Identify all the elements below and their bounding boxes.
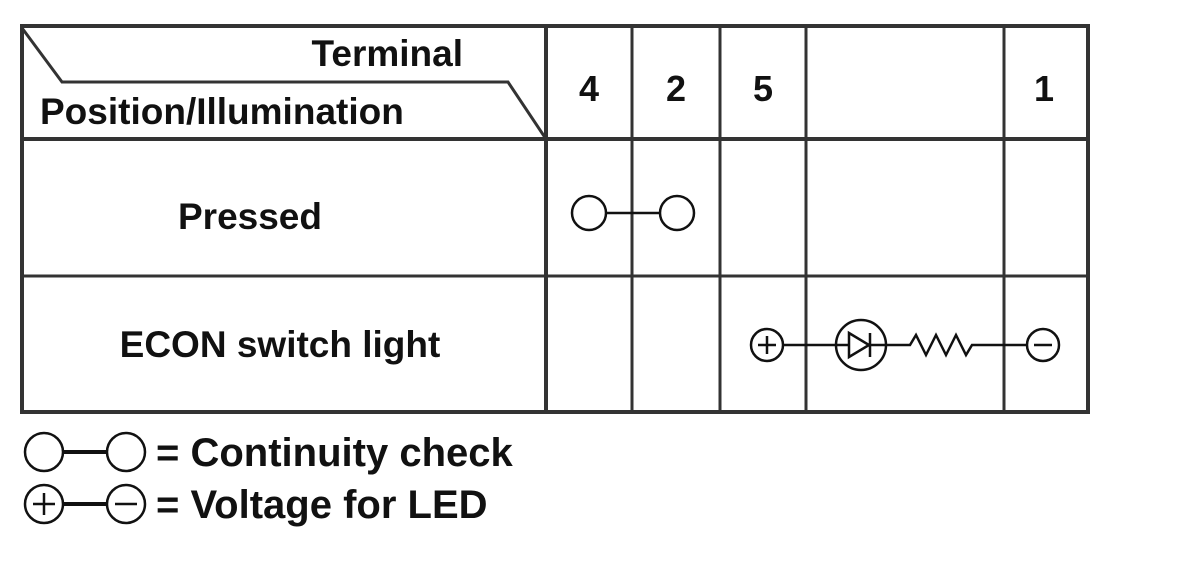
- legend-continuity-text: = Continuity check: [156, 431, 513, 475]
- led-circuit-symbol: [749, 318, 1061, 372]
- terminal-number: 2: [666, 68, 686, 109]
- minus-terminal-icon: [105, 483, 147, 525]
- minus-terminal-icon: [1025, 327, 1061, 363]
- terminal-number: 5: [753, 68, 773, 109]
- terminal-number: 4: [579, 68, 599, 109]
- legend-continuity-symbol: [23, 431, 147, 473]
- terminal-circle-icon: [105, 431, 147, 473]
- table-grid: [20, 24, 1090, 414]
- row-label-econ-switch-light: ECON switch light: [120, 324, 441, 365]
- terminal-number: 1: [1034, 68, 1054, 109]
- table-border: [20, 24, 1090, 414]
- diode-icon: [836, 330, 886, 360]
- legend-voltage-symbol: [23, 483, 147, 525]
- terminal-circle-icon: [570, 194, 608, 232]
- row-label-pressed: Pressed: [178, 196, 322, 237]
- legend-voltage-text: = Voltage for LED: [156, 483, 488, 527]
- resistor-icon: [886, 332, 1027, 358]
- continuity-symbol: [570, 194, 696, 232]
- header-split-line: [20, 27, 548, 140]
- terminal-circle-icon: [658, 194, 696, 232]
- terminal-header: Terminal: [312, 33, 463, 74]
- terminal-circle-icon: [23, 431, 65, 473]
- position-header: Position/Illumination: [40, 91, 404, 132]
